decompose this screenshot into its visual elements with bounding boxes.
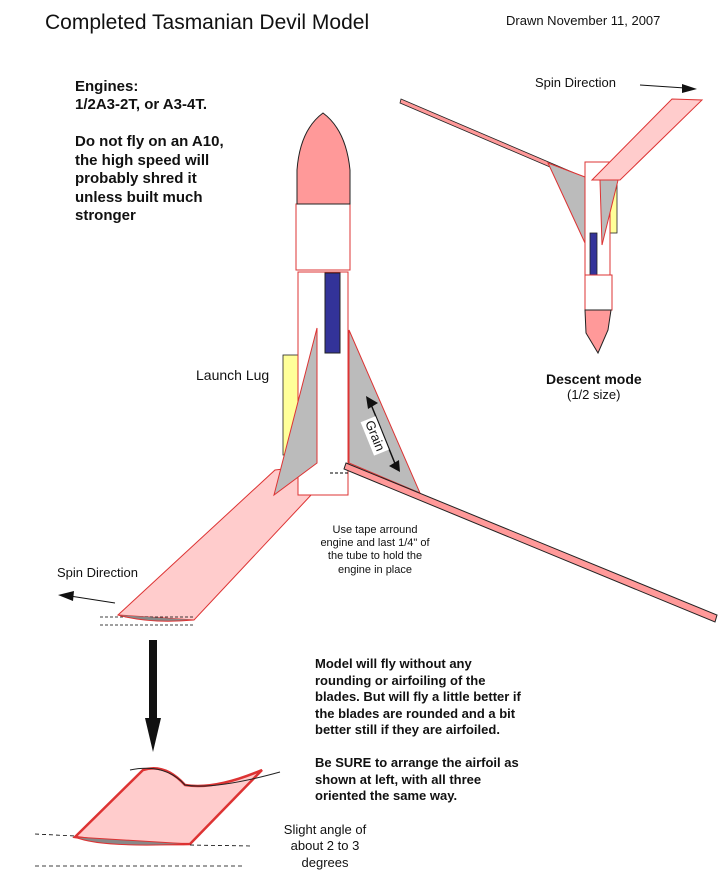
airfoil-note: Model will fly without any rounding or a… xyxy=(315,656,521,803)
descent-title: Descent mode xyxy=(546,371,642,387)
engines-note: Engines: 1/2A3-2T, or A3-4T. Do not fly … xyxy=(75,78,224,225)
tape-note: Use tape arround engine and last 1/4" of… xyxy=(320,524,430,576)
angle-note: Slight angle of about 2 to 3 degrees xyxy=(283,822,367,870)
left-fin xyxy=(273,327,318,497)
nose-cone xyxy=(296,112,351,205)
spin-direction-left: Spin Direction xyxy=(57,565,138,580)
body-tube-upper xyxy=(295,203,351,271)
spin-direction-top: Spin Direction xyxy=(535,75,616,90)
right-fin xyxy=(348,329,421,494)
airfoil-blade xyxy=(72,767,263,846)
drawn-date: Drawn November 11, 2007 xyxy=(506,13,661,28)
grain-arrow xyxy=(366,396,400,472)
right-blade xyxy=(343,462,718,623)
descent-subtitle: (1/2 size) xyxy=(567,387,621,402)
launch-lug-label: Launch Lug xyxy=(196,367,270,383)
motor xyxy=(324,272,341,354)
page-title: Completed Tasmanian Devil Model xyxy=(45,11,370,34)
